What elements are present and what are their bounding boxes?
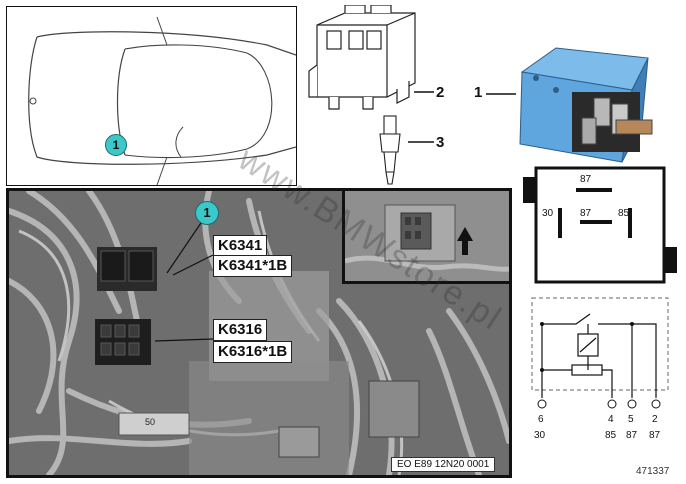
schematic-pin-row: 6 4 5 2 [528,414,674,428]
pin-label-left: 30 [542,208,554,219]
schematic-pin-2: 2 [652,414,658,425]
leader-line-1 [486,93,516,95]
photo-callout-number: 1 [203,205,211,220]
schematic-terminal-row: 30 85 87 87 [528,430,674,444]
connector-housing-drawing [308,5,416,110]
relay-photo [519,47,653,163]
schematic-terminal-30: 30 [534,430,546,441]
relay-k6341-label: K6341 [213,235,268,257]
relay-k6316-1b-label: K6316*1B [213,341,293,363]
inset-photo-drawing [345,191,509,281]
pin-label-center: 87 [580,208,592,219]
schematic-pin-6: 6 [538,414,544,425]
installation-photo: 1 K6341 K6341*1B K6316 K6316*1B 50 EO E8… [6,188,512,478]
schematic-terminal-85: 85 [605,430,617,441]
relay-pinout-box [523,166,677,284]
relay-k6316-label: K6316 [213,319,268,341]
photo-callout-marker: 1 [195,201,219,225]
terminal-drawing [379,115,401,185]
leader-line-3 [408,141,434,143]
relay-schematic [531,297,669,398]
schematic-pin-4: 4 [608,414,614,425]
schematic-pin-circles [537,399,661,409]
diagram-number: 471337 [636,466,670,477]
schematic-pin-5: 5 [628,414,634,425]
part-number-1: 1 [474,84,483,101]
part-number-2: 2 [436,84,445,101]
car-callout-number: 1 [112,138,120,152]
leader-line-2 [414,91,434,93]
schematic-terminal-87b: 87 [649,430,661,441]
schematic-terminal-87a: 87 [626,430,638,441]
car-location-panel: 1 [6,6,297,186]
car-callout-marker: 1 [105,134,127,156]
photo-reference: EO E89 12N20 0001 [391,457,496,472]
relay-k6341-1b-label: K6341*1B [213,255,293,277]
part-number-3: 3 [436,134,445,151]
pin-label-top: 87 [580,174,592,185]
car-outline-drawing [28,16,297,186]
pin-label-right: 85 [618,208,630,219]
fuse-rating: 50 [145,417,156,427]
inset-photo [342,188,512,284]
